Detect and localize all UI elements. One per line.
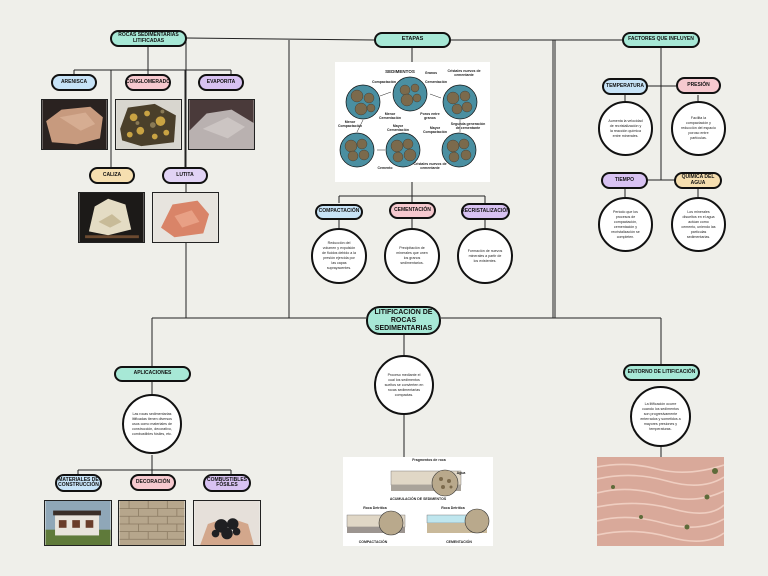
app-construccion-label[interactable]: MATERIALES DE CONSTRUCCIÓN: [55, 474, 102, 492]
sediment-layers-illustration: [346, 469, 490, 536]
step-compactacion-desc: Reducción del volumen y expulsión de flu…: [311, 228, 367, 284]
factores-title-node[interactable]: FACTORES QUE INFLUYEN: [622, 32, 700, 48]
aplicaciones-desc: Las rocas sedimentarias litificadas tien…: [122, 394, 182, 454]
aplicaciones-title-node[interactable]: APLICACIONES: [114, 366, 191, 382]
factor-presion-label[interactable]: PRESIÓN: [676, 77, 721, 94]
rock-evaporita-label[interactable]: EVAPORITA: [198, 74, 244, 91]
entorno-landscape-photo: [597, 457, 724, 546]
factor-tiempo-desc: Periodo que los procesos de compactación…: [598, 197, 653, 252]
evaporita-photo: [188, 99, 255, 150]
sediment-grains-illustration: [339, 76, 478, 168]
etapas-diagram-figure: SEDIMENTOS Granos Cristales nuevos de ce…: [335, 62, 490, 182]
lutita-photo: [152, 192, 219, 243]
step-recristalizacion-label[interactable]: RECRISTALIZACIÓN: [461, 203, 510, 220]
caliza-photo: [78, 192, 145, 243]
etapas-title-node[interactable]: ETAPAS: [374, 32, 451, 48]
construccion-photo: [44, 500, 112, 546]
rock-lutita-label[interactable]: LUTITA: [162, 167, 208, 184]
factor-tiempo-label[interactable]: TIEMPO: [601, 172, 648, 189]
proceso-desc: Proceso mediante el cual los sedimentos …: [374, 355, 434, 415]
entorno-desc: La litificación ocurre cuando los sedime…: [630, 386, 691, 447]
factor-temperatura-desc: Aumenta la velocidad de recristalización…: [598, 101, 653, 156]
rock-conglomerado-label[interactable]: CONGLOMERADO: [125, 74, 171, 91]
factor-quimica-label[interactable]: QUÍMICA DEL AGUA: [674, 172, 722, 189]
rock-arenisca-label[interactable]: ARENISCA: [51, 74, 97, 91]
central-title-node[interactable]: LITIFICACIÓN DE ROCAS SEDIMENTARIAS: [366, 306, 441, 335]
arenisca-photo: [41, 99, 108, 150]
step-cementacion-desc: Precipitación de minerales que unen los …: [384, 228, 440, 284]
step-compactacion-label[interactable]: COMPACTACIÓN: [315, 204, 363, 220]
app-decoracion-label[interactable]: DECORACIÓN: [130, 474, 176, 491]
step-recristalizacion-desc: Formación de nuevos minerales a partir d…: [457, 228, 513, 284]
decoracion-photo: [118, 500, 186, 546]
proceso-diagram-figure: Fragmentos de roca Agua ACUMULACIÓN DE S…: [343, 457, 493, 546]
combustibles-photo: [193, 500, 261, 546]
factor-quimica-desc: Los minerales disueltos en el agua actúa…: [671, 197, 726, 252]
factor-temperatura-label[interactable]: TEMPERATURA: [602, 78, 648, 95]
rocas-title-node[interactable]: ROCAS SEDIMENTARIAS LITIFICADAS: [110, 30, 187, 47]
entorno-title-node[interactable]: ENTORNO DE LITIFICACIÓN: [623, 364, 700, 381]
conglomerado-photo: [115, 99, 182, 150]
rock-caliza-label[interactable]: CALIZA: [89, 167, 135, 184]
app-combustibles-label[interactable]: COMBUSTIBLES FÓSILES: [203, 474, 251, 492]
step-cementacion-label[interactable]: CEMENTACIÓN: [389, 202, 436, 219]
factor-presion-desc: Facilita la compactación y reducción del…: [671, 101, 726, 156]
